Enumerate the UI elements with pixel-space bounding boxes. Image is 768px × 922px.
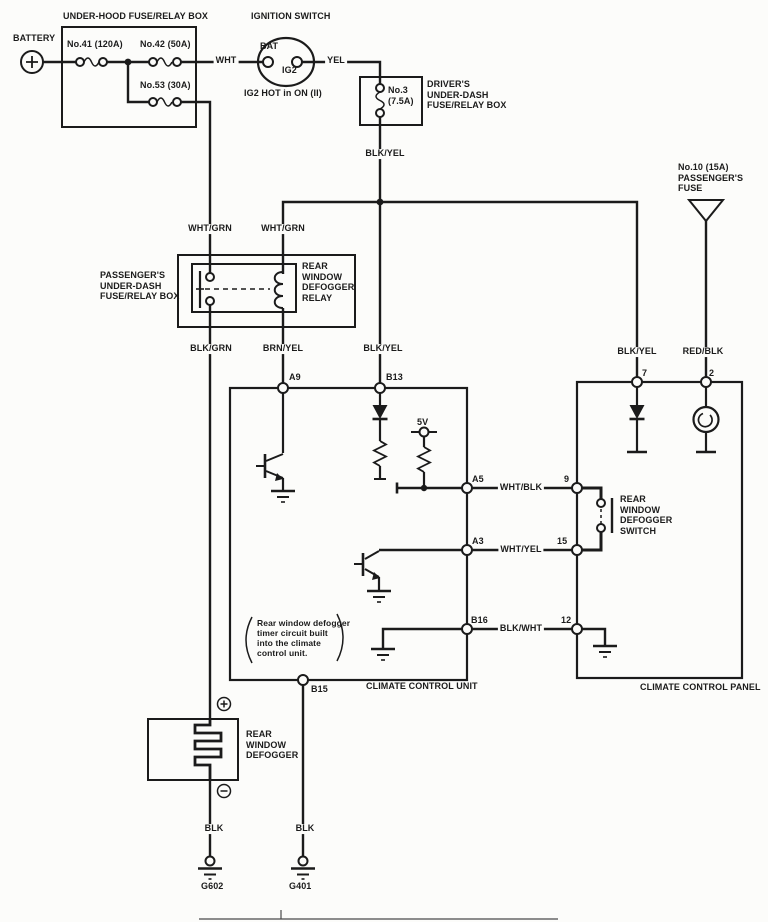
- wire-label-wht: WHT: [213, 55, 239, 66]
- battery-label: BATTERY: [13, 33, 56, 43]
- note-paren-left: [245, 616, 253, 664]
- junction-dot: [376, 198, 384, 206]
- rear-defogger-label: REAR WINDOW DEFOGGER: [246, 729, 299, 761]
- fuse42-icon: [148, 57, 182, 67]
- fuse42-label: No.42 (50A): [140, 39, 191, 49]
- wire-label-blk-yel-mid: BLK/YEL: [361, 343, 405, 354]
- ground-icon: [367, 589, 391, 603]
- wire-label-blk-right: BLK: [293, 823, 317, 834]
- fuse53-label: No.53 (30A): [140, 80, 191, 90]
- relay-coil-icon: [273, 271, 284, 309]
- bulb-icon: [692, 387, 720, 454]
- fuse41-label: No.41 (120A): [67, 39, 123, 49]
- terminal-12: [571, 623, 583, 635]
- wire-label-red-blk: RED/BLK: [680, 346, 726, 357]
- terminal-15: [571, 544, 583, 556]
- passenger-box-label: PASSENGER'S UNDER-DASH FUSE/RELAY BOX: [100, 270, 180, 302]
- terminal-a3: [461, 544, 473, 556]
- terminal-b13-label: B13: [386, 372, 403, 382]
- wire-label-blk-wht: BLK/WHT: [497, 623, 545, 634]
- climate-control-unit-box: [228, 382, 473, 686]
- diode-icon: [627, 387, 647, 454]
- driver-box-label: DRIVER'S UNDER-DASH FUSE/RELAY BOX: [427, 79, 507, 111]
- wire-label-wht-blk: WHT/BLK: [497, 482, 545, 493]
- wire-label-blk-yel-right: BLK/YEL: [615, 346, 659, 357]
- ground-icon: [593, 644, 617, 658]
- underhood-box-label: UNDER-HOOD FUSE/RELAY BOX: [63, 11, 209, 21]
- wire-label-wht-grn-right: WHT/GRN: [259, 223, 307, 234]
- climate-unit-label: CLIMATE CONTROL UNIT: [366, 681, 478, 691]
- terminal-9: [571, 482, 583, 494]
- terminal-7: [631, 376, 643, 388]
- defogger-grid-icon: [193, 719, 223, 780]
- 5v-label: 5V: [417, 417, 429, 427]
- g401-label: G401: [289, 881, 312, 891]
- defogger-relay-label: REAR WINDOW DEFOGGER RELAY: [302, 261, 355, 303]
- ground-icon: [371, 647, 395, 661]
- terminal-2: [700, 376, 712, 388]
- plus-terminal-icon: [216, 696, 232, 712]
- defogger-relay-box: [177, 254, 356, 328]
- terminal-2-label: 2: [709, 368, 715, 378]
- rear-window-defogger-icon: [147, 696, 239, 799]
- terminal-b13: [374, 382, 386, 394]
- transistor-icon: [256, 393, 285, 491]
- wire-bus: [281, 200, 639, 377]
- minus-terminal-icon: [216, 783, 232, 799]
- fuse53-icon: [148, 97, 182, 107]
- climate-panel-label: CLIMATE CONTROL PANEL: [640, 682, 761, 692]
- wire-label-wht-grn-left: WHT/GRN: [186, 223, 234, 234]
- wire-label-blk-left: BLK: [202, 823, 226, 834]
- wire-label-yel: YEL: [325, 55, 347, 66]
- ground-icon: [271, 489, 295, 503]
- underhood-fusebox: [43, 26, 197, 128]
- resistor-icon: [371, 440, 389, 480]
- battery-icon: [20, 50, 44, 74]
- wire-label-wht-yel: WHT/YEL: [498, 544, 544, 555]
- 5v-terminal-icon: [411, 426, 437, 447]
- terminal-15-label: 15: [557, 536, 568, 546]
- terminal-a5-label: A5: [472, 474, 484, 484]
- wire-blk-grn-upper: [181, 100, 212, 274]
- diode-icon: [372, 393, 388, 441]
- ignition-title-label: IGNITION SWITCH: [251, 11, 331, 21]
- terminal-b15-label: B15: [311, 684, 328, 694]
- fuse3-icon: [375, 83, 385, 118]
- wire-b16-internal: [381, 627, 462, 649]
- terminal-b15: [297, 674, 309, 686]
- terminal-a3-label: A3: [472, 536, 484, 546]
- terminal-a9-label: A9: [289, 372, 301, 382]
- wire-label-blk-yel-top: BLK/YEL: [363, 148, 407, 159]
- g401-ground-icon: [291, 855, 315, 880]
- defogger-switch-icon: [582, 486, 614, 552]
- defogger-switch-label: REAR WINDOW DEFOGGER SWITCH: [620, 494, 673, 536]
- resistor-icon: [415, 446, 433, 488]
- fuse41-icon: [75, 57, 108, 67]
- wire-label-blk-grn: BLK/GRN: [188, 343, 234, 354]
- terminal-b16-label: B16: [471, 615, 488, 625]
- terminal-7-label: 7: [642, 368, 648, 378]
- terminal-12-label: 12: [561, 615, 572, 625]
- wire-label-brn-yel: BRN/YEL: [260, 343, 306, 354]
- wire-12-internal: [582, 627, 607, 646]
- timer-note-label: Rear window defogger timer circuit built…: [257, 618, 351, 659]
- bat-terminal-label: BAT: [260, 41, 279, 51]
- ig2-note-label: IG2 HOT in ON (II): [244, 88, 322, 98]
- fuse3-label: No.3 (7.5A): [388, 85, 414, 106]
- g602-ground-icon: [198, 855, 222, 880]
- transistor-icon: [354, 548, 462, 591]
- g602-label: G602: [201, 881, 224, 891]
- climate-control-panel-box: [571, 376, 744, 680]
- terminal-9-label: 9: [564, 474, 570, 484]
- terminal-a9: [277, 382, 289, 394]
- note-paren-right: [336, 613, 344, 662]
- passenger-fuse-label: No.10 (15A) PASSENGER'S FUSE: [678, 162, 744, 194]
- terminal-a5: [461, 482, 473, 494]
- ig2-terminal-label: IG2: [282, 65, 297, 75]
- junction-dot: [420, 484, 428, 492]
